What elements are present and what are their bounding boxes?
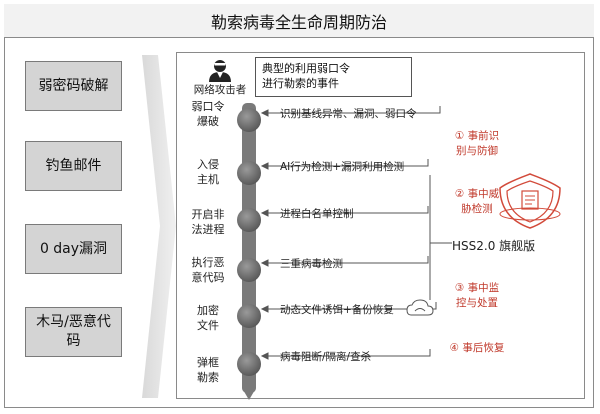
step-line: ③ 事中监 bbox=[454, 282, 500, 294]
stage-label-ransom-popup: 弹框 勒索 bbox=[188, 355, 228, 385]
stage-label-line: 开启非 bbox=[191, 208, 225, 221]
callout-line-2: 进行勒索的事件 bbox=[262, 77, 339, 90]
hacker-icon bbox=[209, 60, 231, 82]
stage-node bbox=[237, 208, 261, 232]
product-label: HSS2.0 旗舰版 bbox=[452, 239, 536, 253]
attack-vector-trojan: 木马/恶意代码 bbox=[25, 307, 122, 357]
step-line: ① 事前识 bbox=[454, 130, 500, 142]
stage-node bbox=[237, 258, 261, 282]
note-process-whitelist: 进程白名单控制 bbox=[280, 208, 354, 220]
callout-box: 典型的利用弱口令 进行勒索的事件 bbox=[255, 57, 412, 97]
stage-label-line: 法进程 bbox=[191, 223, 225, 236]
attack-vector-zero-day: 0 day漏洞 bbox=[25, 224, 122, 274]
note-arrow-head bbox=[260, 352, 269, 360]
stage-label-brute-force: 弱口令 爆破 bbox=[188, 99, 228, 129]
attack-vector-weak-password: 弱密码破解 bbox=[25, 61, 122, 111]
note-virus-detection: 三重病毒检测 bbox=[280, 258, 343, 270]
step-line: 胁检测 bbox=[461, 203, 493, 215]
step-threat-detect: ② 事中威 胁检测 bbox=[446, 187, 508, 217]
stage-label-line: 爆破 bbox=[197, 115, 219, 128]
step-line: 控与处置 bbox=[456, 297, 498, 309]
stage-node bbox=[237, 108, 261, 132]
note-arrow bbox=[264, 349, 431, 357]
stage-label-intrusion: 入侵 主机 bbox=[188, 157, 228, 187]
stage-label-malicious-code: 执行恶 意代码 bbox=[188, 255, 228, 285]
note-arrow-head bbox=[260, 109, 269, 117]
flow-chevron bbox=[142, 55, 176, 398]
step-monitor-handle: ③ 事中监 控与处置 bbox=[446, 281, 508, 311]
step-line: ② 事中威 bbox=[454, 188, 500, 200]
stage-label-line: 主机 bbox=[197, 173, 219, 186]
note-arrow bbox=[264, 256, 429, 264]
stage-label-illegal-process: 开启非 法进程 bbox=[188, 207, 228, 237]
stage-label-line: 弱口令 bbox=[191, 100, 225, 113]
stage-label-line: 执行恶 bbox=[191, 256, 225, 269]
note-baseline-detection: 识别基线异常、漏洞、弱口令 bbox=[280, 108, 417, 120]
note-arrow-head bbox=[260, 305, 269, 313]
step-post-recover: ④ 事后恢复 bbox=[446, 341, 508, 356]
note-arrow-head bbox=[260, 259, 269, 267]
note-virus-block: 病毒阻断/隔离/查杀 bbox=[280, 351, 372, 363]
stage-label-line: 勒索 bbox=[197, 371, 219, 384]
step-line: 别与防御 bbox=[456, 145, 498, 157]
shield-icon bbox=[499, 173, 561, 229]
diagram-title: 勒索病毒全生命周期防治 bbox=[4, 4, 594, 38]
stage-label-line: 入侵 bbox=[197, 158, 219, 171]
stage-label-line: 加密 bbox=[197, 304, 219, 317]
attack-vector-phishing: 钓鱼邮件 bbox=[25, 141, 122, 191]
note-arrow-head bbox=[260, 162, 269, 170]
note-arrow bbox=[264, 302, 437, 310]
attacker-label: 网络攻击者 bbox=[193, 84, 247, 96]
note-decoy-backup: 动态文件诱饵+备份恢复 bbox=[280, 304, 394, 316]
step-line: ④ 事后恢复 bbox=[449, 342, 505, 354]
note-arrow bbox=[264, 106, 441, 114]
stage-node bbox=[237, 304, 261, 328]
stage-label-encrypt-files: 加密 文件 bbox=[188, 303, 228, 333]
note-arrow-head bbox=[260, 209, 269, 217]
note-arrow bbox=[264, 206, 429, 214]
stage-label-line: 文件 bbox=[197, 319, 219, 332]
callout-line-1: 典型的利用弱口令 bbox=[262, 62, 350, 75]
backup-cloud-icon bbox=[406, 299, 434, 316]
stage-label-line: 弹框 bbox=[197, 356, 219, 369]
step-pre-identify: ① 事前识 别与防御 bbox=[446, 129, 508, 159]
stage-node bbox=[237, 161, 261, 185]
stage-node bbox=[237, 352, 261, 376]
note-ai-detection: AI行为检测+漏洞利用检测 bbox=[280, 161, 405, 173]
note-arrow bbox=[264, 159, 429, 167]
lifecycle-rail bbox=[242, 103, 256, 393]
stage-label-line: 意代码 bbox=[191, 271, 225, 284]
